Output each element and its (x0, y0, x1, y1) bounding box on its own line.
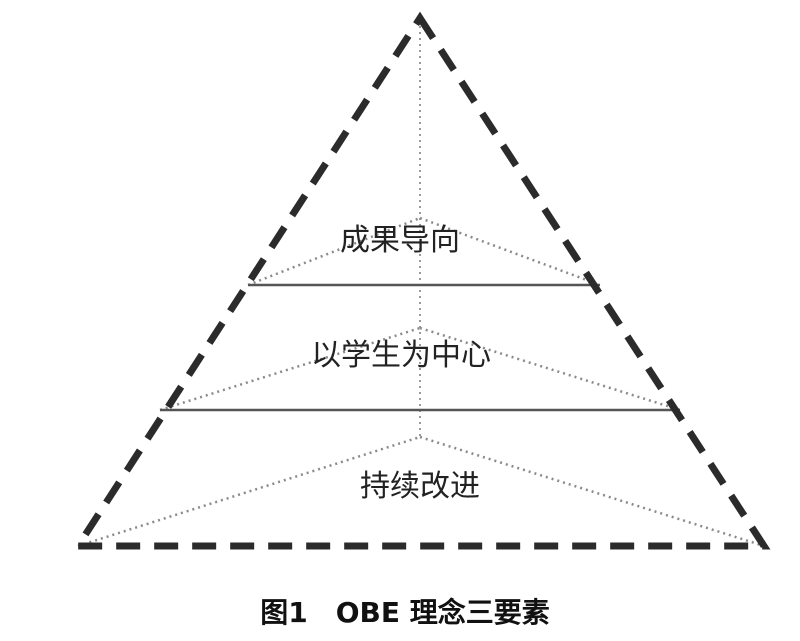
layer-label-bottom: 持续改进 (360, 469, 480, 504)
top-layer-left-dotted (247, 216, 421, 287)
figure-caption: 图1 OBE 理念三要素 (260, 596, 550, 629)
layer-label-top: 成果导向 (340, 223, 460, 258)
bottom-layer-right-dotted (419, 435, 765, 548)
pyramid-outline (71, 11, 771, 550)
top-layer-right-dotted (419, 216, 601, 287)
layer-label-middle: 以学生为中心 (311, 338, 491, 373)
